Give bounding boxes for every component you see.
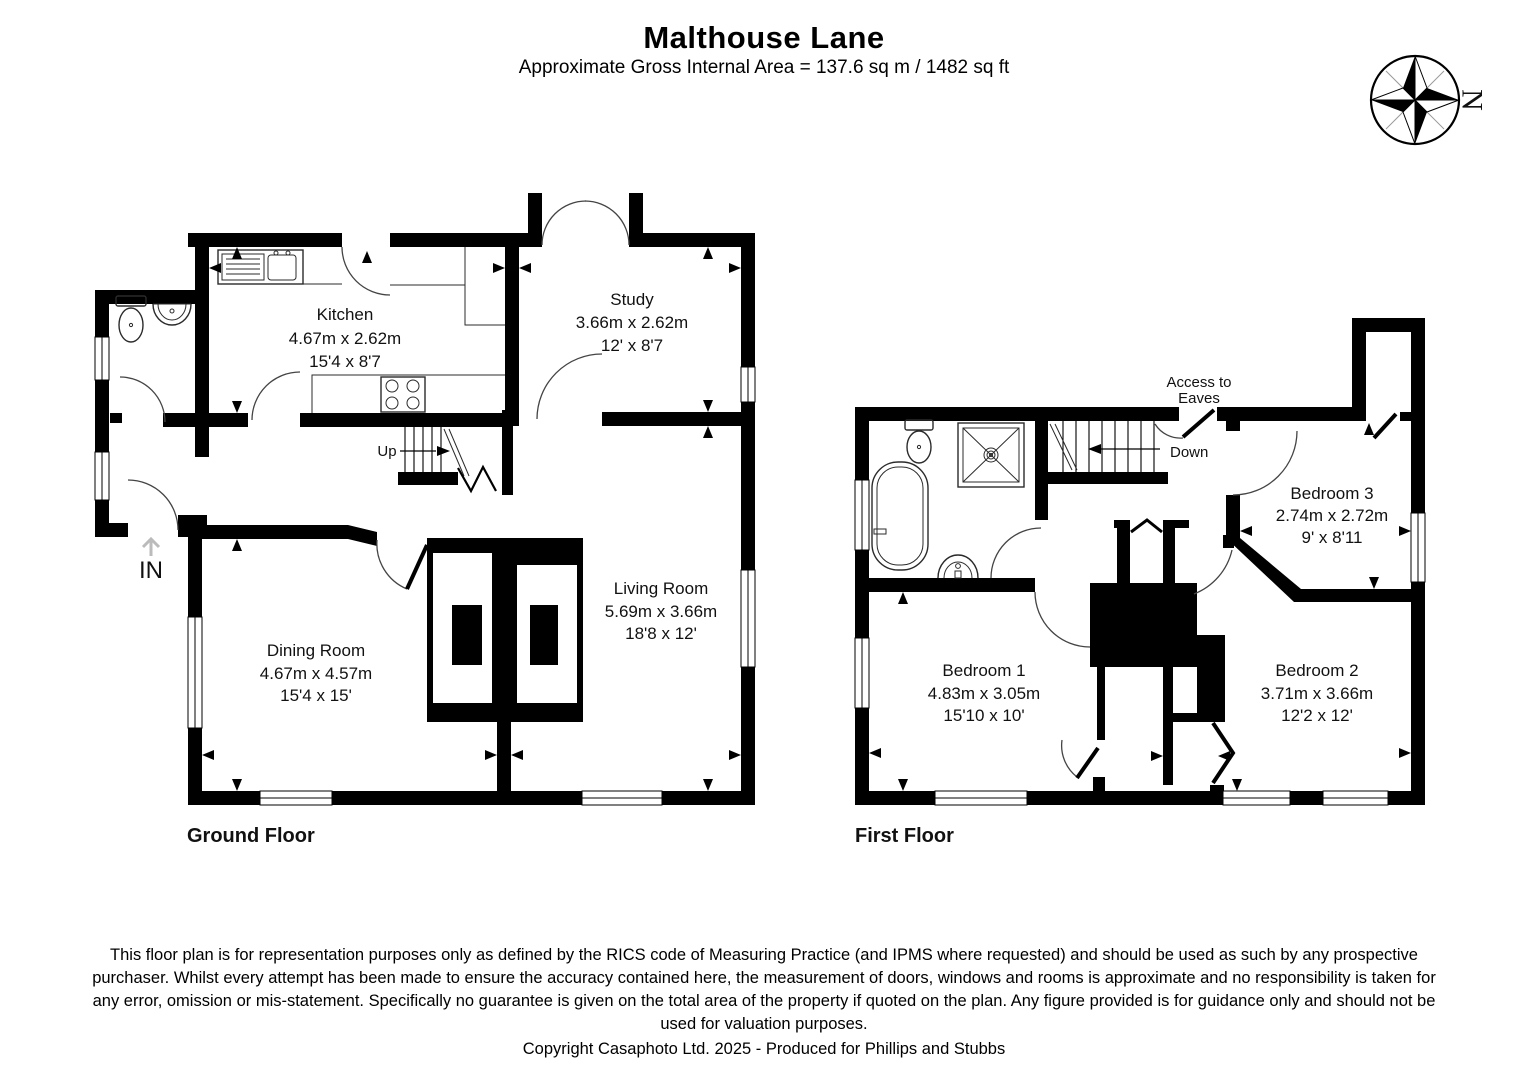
room-label-study: Study 3.66m x 2.62m 12' x 8'7 [576, 290, 688, 355]
svg-text:3.71m x 3.66m: 3.71m x 3.66m [1261, 684, 1373, 703]
svg-text:4.83m x 3.05m: 4.83m x 3.05m [928, 684, 1040, 703]
first-floor-measure-arrows [869, 423, 1411, 791]
stairs-down-label: Down [1170, 444, 1208, 461]
svg-text:9' x 8'11: 9' x 8'11 [1302, 528, 1363, 547]
entrance-label: IN [139, 557, 163, 584]
kitchen-counter [218, 247, 505, 413]
bathtub-icon [871, 461, 929, 571]
room-label-living-room: Living Room 5.69m x 3.66m 18'8 x 12' [605, 579, 717, 643]
shower-icon [957, 422, 1025, 488]
entrance-arrow-icon [141, 536, 161, 556]
svg-text:Living Room: Living Room [614, 579, 709, 598]
hob-icon [380, 376, 426, 413]
svg-text:Dining Room: Dining Room [267, 641, 365, 660]
svg-text:Eaves: Eaves [1178, 390, 1220, 407]
svg-text:Bedroom 3: Bedroom 3 [1290, 484, 1373, 503]
first-floor-label: First Floor [855, 825, 954, 847]
ground-floor-windows [94, 336, 756, 806]
svg-text:5.69m x 3.66m: 5.69m x 3.66m [605, 602, 717, 621]
svg-text:15'4 x 15': 15'4 x 15' [280, 686, 352, 705]
bathroom-toilet-icon [904, 419, 934, 464]
bathroom-basin-icon [937, 554, 979, 579]
room-label-bedroom-2: Bedroom 2 3.71m x 3.66m 12'2 x 12' [1261, 661, 1373, 725]
svg-text:Access to: Access to [1166, 374, 1231, 391]
compass-rose-icon: N [1369, 54, 1489, 146]
copyright-text: Copyright Casaphoto Ltd. 2025 - Produced… [522, 1040, 1006, 1058]
access-to-eaves-label: Access to Eaves [1166, 374, 1231, 407]
svg-text:15'4 x 8'7: 15'4 x 8'7 [309, 352, 381, 371]
svg-text:Study: Study [610, 290, 654, 309]
ground-floor-measure-arrows [202, 247, 741, 791]
page-title: Malthouse Lane [643, 20, 885, 55]
stairs-up [400, 427, 497, 494]
kitchen-sink-icon [217, 249, 304, 285]
first-floor-windows [854, 479, 1426, 806]
svg-text:Kitchen: Kitchen [317, 305, 374, 324]
disclaimer-text: This floor plan is for representation pu… [92, 946, 1436, 1033]
svg-text:18'8 x 12': 18'8 x 12' [625, 624, 697, 643]
fireplace-icon [427, 538, 583, 722]
room-label-dining-room: Dining Room 4.67m x 4.57m 15'4 x 15' [260, 641, 372, 705]
svg-text:4.67m x 2.62m: 4.67m x 2.62m [289, 329, 401, 348]
footer: This floor plan is for representation pu… [0, 944, 1528, 1061]
wc-basin-icon [152, 303, 192, 326]
svg-text:Bedroom 2: Bedroom 2 [1275, 661, 1358, 680]
first-floor-plan: Bedroom 1 4.83m x 3.05m 15'10 x 10' Bedr… [854, 318, 1426, 847]
svg-text:3.66m x 2.62m: 3.66m x 2.62m [576, 313, 688, 332]
room-label-kitchen: Kitchen 4.67m x 2.62m 15'4 x 8'7 [289, 305, 401, 371]
svg-text:4.67m x 4.57m: 4.67m x 4.57m [260, 664, 372, 683]
svg-text:12' x 8'7: 12' x 8'7 [601, 336, 663, 355]
svg-text:2.74m x 2.72m: 2.74m x 2.72m [1276, 506, 1388, 525]
stairs-up-label: Up [377, 443, 396, 460]
stairs-down [1049, 421, 1160, 472]
svg-text:Bedroom 1: Bedroom 1 [942, 661, 1025, 680]
room-label-bedroom-1: Bedroom 1 4.83m x 3.05m 15'10 x 10' [928, 661, 1040, 725]
ground-floor-label: Ground Floor [187, 825, 315, 847]
ground-floor-doors [119, 200, 630, 590]
svg-text:15'10 x 10': 15'10 x 10' [943, 706, 1024, 725]
page-subtitle: Approximate Gross Internal Area = 137.6 … [518, 57, 1010, 78]
toilet-icon [115, 295, 147, 343]
north-label: N [1456, 89, 1489, 111]
room-label-bedroom-3: Bedroom 3 2.74m x 2.72m 9' x 8'11 [1276, 484, 1388, 547]
ground-floor-plan: Kitchen 4.67m x 2.62m 15'4 x 8'7 Study 3… [94, 193, 756, 847]
svg-text:12'2 x 12': 12'2 x 12' [1281, 706, 1353, 725]
first-floor-doors [990, 408, 1398, 785]
first-floor-walls [855, 318, 1425, 805]
